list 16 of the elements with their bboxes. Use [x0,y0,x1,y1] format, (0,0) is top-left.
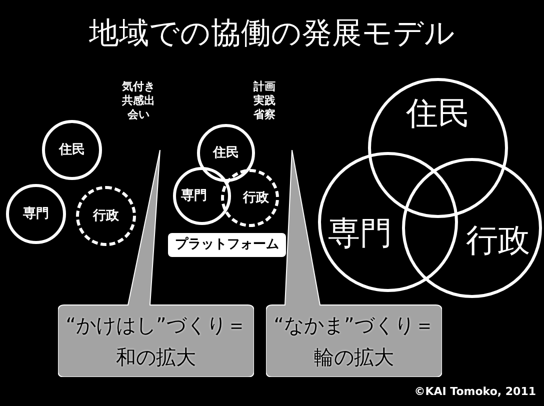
copyright-note: ©KAI Tomoko, 2011 [414,384,536,400]
platform-label: プラットフォーム [168,233,286,257]
circle-label: 行政 [93,207,119,226]
circle-label: 住民 [406,93,470,134]
keyword-list: 気付き共感出会い [120,80,157,122]
circle-label: 住民 [59,141,85,160]
bubble-text: “かけはし”づくり＝和の拡大 [64,312,248,371]
circle-label: 専門 [328,213,392,254]
circle-label: 住民 [213,144,239,162]
circle-label: 行政 [243,189,269,208]
bubble-text: “なかま”づくり＝輪の拡大 [272,312,436,371]
circle-label: 専門 [23,205,49,224]
circle-label: 専門 [181,187,207,206]
slide-title: 地域での協働の発展モデル [88,15,456,53]
circle-label: 行政 [466,220,530,261]
keyword-list: 計画実践省察 [252,80,277,122]
